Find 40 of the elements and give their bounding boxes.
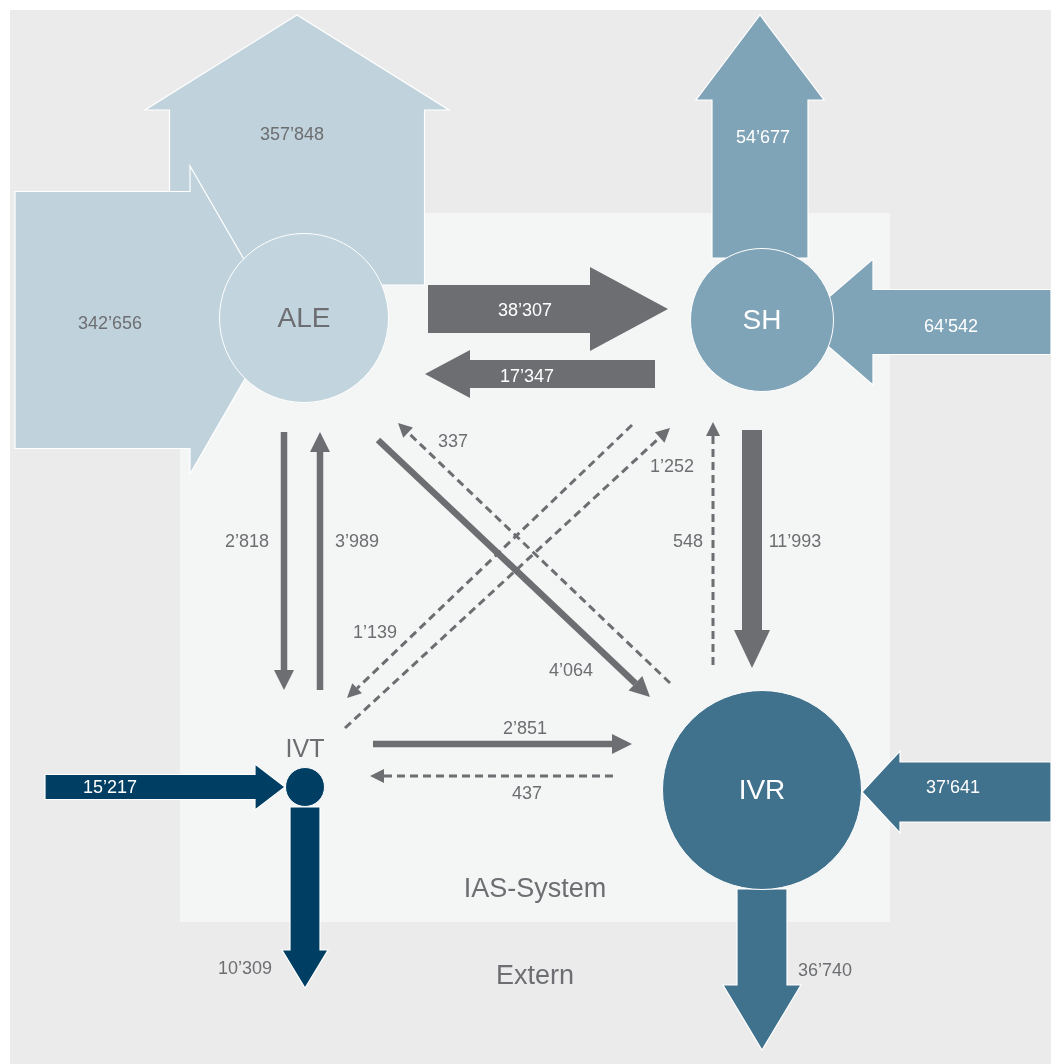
edge-label: 2’818 [225, 530, 269, 552]
edge-label: 17’347 [499, 365, 555, 387]
edge-label: 37’641 [925, 776, 981, 798]
edge-label: 342’656 [77, 312, 143, 334]
edge-label: 437 [512, 782, 542, 804]
flow-arrow [428, 267, 668, 351]
arrow [375, 437, 650, 697]
edge-label: 2’851 [503, 717, 547, 739]
edge-label: 4’064 [549, 659, 593, 681]
edge-label: 1’139 [353, 621, 397, 643]
edge-label: 64’542 [923, 315, 979, 337]
dashed-arrow [370, 769, 613, 783]
edge-label: 36’740 [797, 959, 853, 981]
flow-arrow [694, 14, 826, 259]
dashed-arrow [344, 428, 670, 730]
node-label: IVT [285, 733, 325, 763]
edge-label: 1’252 [650, 455, 694, 477]
flow-arrow [280, 806, 330, 990]
node-label: SH [742, 304, 782, 336]
flow-arrow [44, 762, 286, 812]
node-label: IVR [738, 774, 786, 806]
edge-label: 11’993 [768, 530, 822, 552]
region-label: IAS-System [463, 872, 607, 904]
edge-label: 10’309 [217, 957, 273, 979]
edge-label: 548 [673, 530, 703, 552]
edge-label: 357’848 [259, 123, 325, 145]
flow-arrow [721, 888, 803, 1052]
region-label: Extern [496, 959, 574, 991]
node-label: ALE [277, 302, 331, 334]
dashed-arrow [398, 423, 672, 685]
edge-label: 38’307 [497, 299, 553, 321]
edge-label: 15’217 [82, 776, 138, 798]
flow-arrow [734, 430, 770, 668]
dashed-arrow [347, 423, 634, 698]
edge-label: 54’677 [735, 126, 791, 148]
dashed-arrow [706, 422, 720, 665]
edge-label: 337 [438, 430, 468, 452]
flow-arrow [861, 749, 1051, 835]
flow-arrow [425, 350, 655, 398]
edge-label: 3’989 [335, 530, 379, 552]
